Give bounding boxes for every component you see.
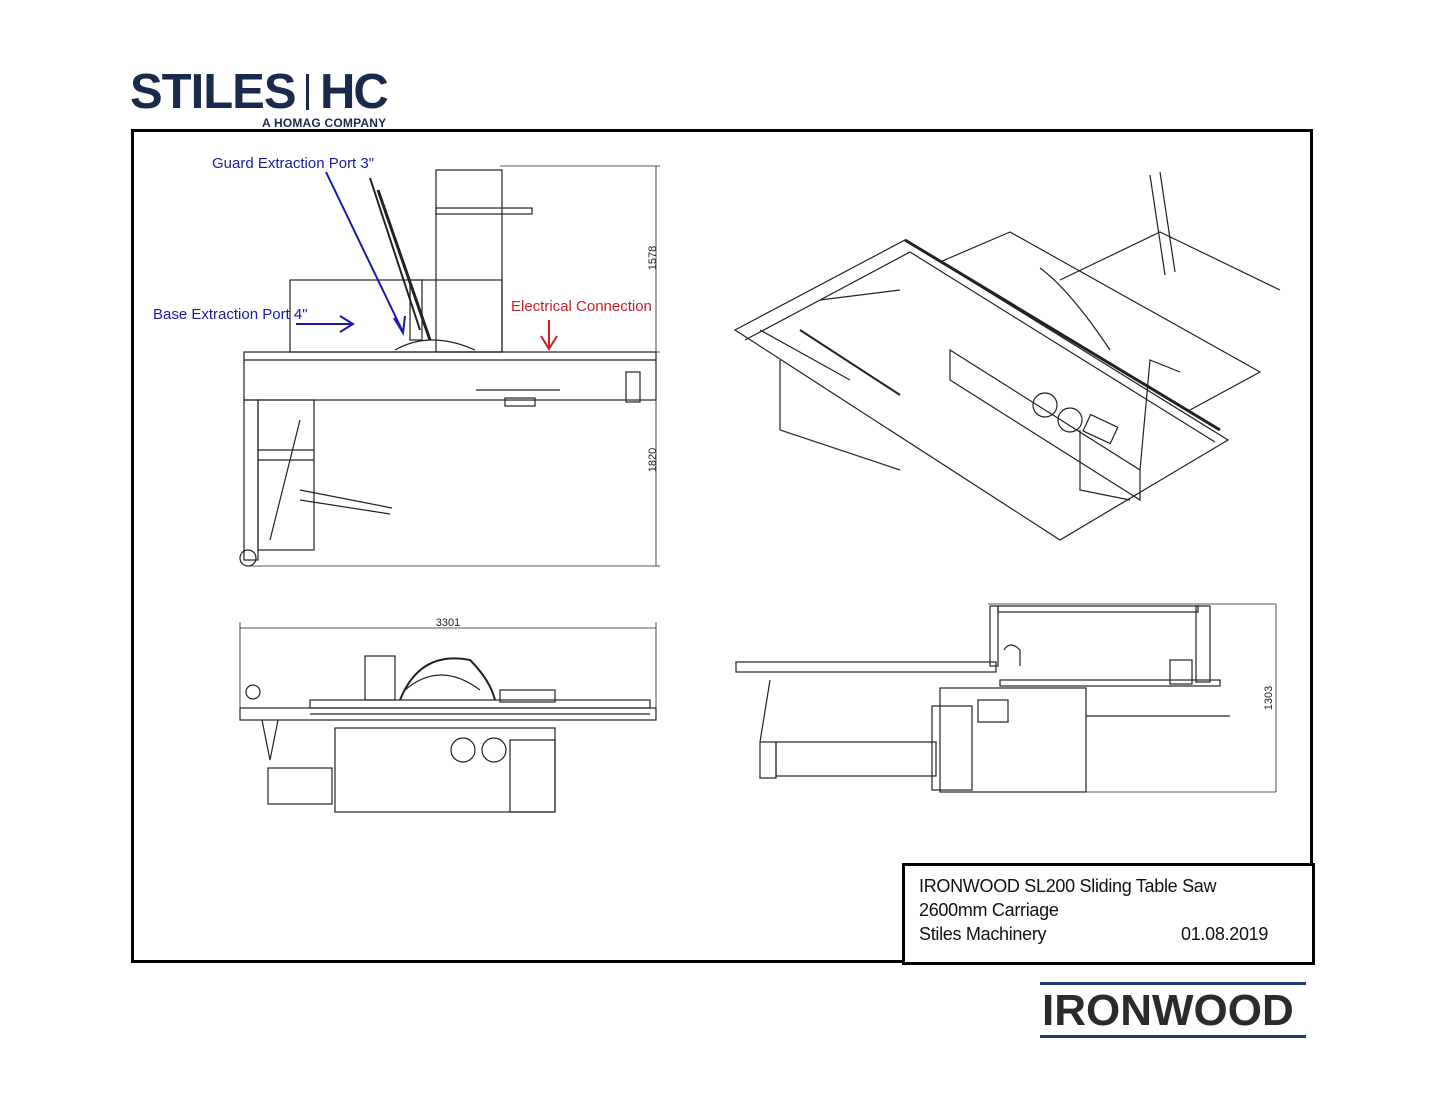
front-view: [239, 622, 657, 813]
title-block: IRONWOOD SL200 Sliding Table Saw 2600mm …: [902, 863, 1315, 965]
logo-mark: HC: [320, 65, 389, 119]
dim-side-height: 1303: [1263, 686, 1275, 710]
dim-top-depth: 1820: [647, 448, 659, 472]
title-line-1: IRONWOOD SL200 Sliding Table Saw: [919, 876, 1217, 896]
stiles-logo: STILES HC A HOMAG COMPANY: [130, 66, 400, 130]
logo-brand: STILES: [130, 65, 297, 119]
base-extraction-label: Base Extraction Port 4": [153, 306, 308, 323]
side-view: [735, 603, 1277, 793]
title-line-3: Stiles Machinery: [919, 924, 1047, 944]
logo-tagline: A HOMAG COMPANY: [262, 116, 387, 130]
annotation-arrows: [296, 171, 558, 351]
isometric-view: [733, 171, 1281, 541]
electrical-connection-label: Electrical Connection: [511, 298, 652, 315]
dim-front-length: 3301: [436, 617, 460, 629]
title-date: 01.08.2019: [1181, 924, 1269, 944]
ironwood-logo: IRONWOOD: [1040, 982, 1306, 1038]
title-line-2: 2600mm Carriage: [919, 900, 1059, 920]
logo-separator: [306, 74, 309, 110]
dim-top-height: 1578: [647, 246, 659, 270]
ironwood-wordmark: IRONWOOD: [1042, 986, 1294, 1035]
plan-view: [239, 165, 660, 567]
drawing-frame: [131, 129, 1313, 963]
guard-extraction-label: Guard Extraction Port 3": [212, 155, 374, 172]
